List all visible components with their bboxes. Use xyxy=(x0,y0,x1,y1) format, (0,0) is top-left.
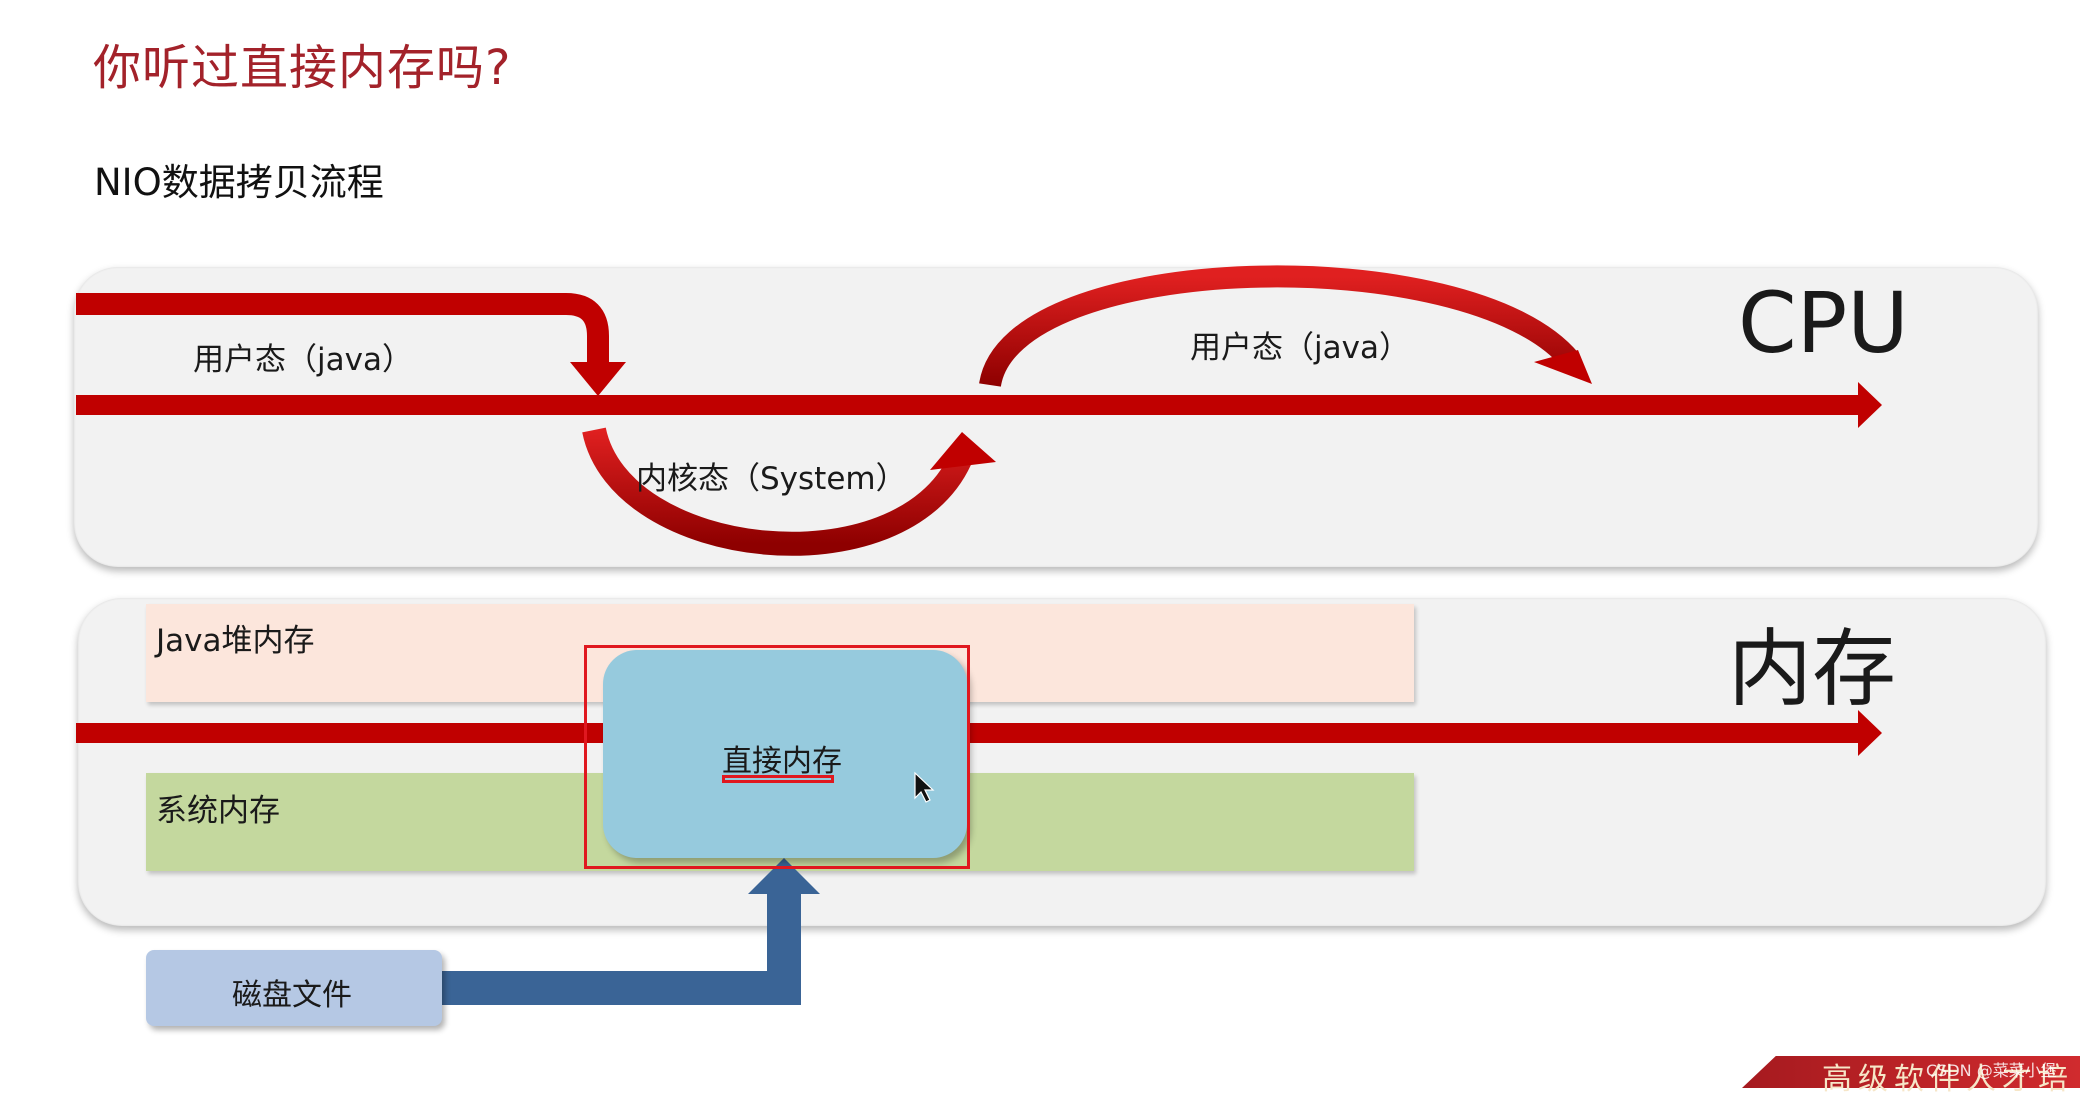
user-arc-arrowhead xyxy=(1534,350,1592,384)
footer-banner xyxy=(1742,1056,2080,1088)
direct-memory-label: 直接内存 xyxy=(722,744,842,779)
user-mode-right-label: 用户态（java） xyxy=(1190,330,1410,366)
disk-to-direct-arrowhead xyxy=(748,858,820,894)
slide-subtitle: NIO数据拷贝流程 xyxy=(94,161,384,204)
user-mode-left-label: 用户态（java） xyxy=(193,342,413,378)
cpu-main-arrow xyxy=(76,395,1866,415)
slide-title: 你听过直接内存吗? xyxy=(93,40,512,96)
cpu-label: CPU xyxy=(1738,274,1909,372)
csdn-watermark: CSDN @菜菜小堡 xyxy=(1926,1061,2057,1080)
kernel-arc-arrow xyxy=(582,427,971,556)
disk-file-box xyxy=(146,950,442,1026)
user-arc-arrow xyxy=(979,265,1579,388)
disk-to-direct-arrow xyxy=(442,890,801,1005)
user-to-kernel-bend-arrow xyxy=(76,293,609,366)
memory-label: 内存 xyxy=(1728,620,1897,718)
kernel-mode-label: 内核态（System） xyxy=(636,461,907,497)
direct-memory-highlight-frame xyxy=(584,645,970,869)
java-heap-label: Java堆内存 xyxy=(156,623,315,659)
kernel-arc-arrowhead xyxy=(930,432,996,470)
cpu-main-arrowhead xyxy=(1858,382,1882,428)
direct-memory-box xyxy=(603,650,967,858)
memory-main-arrow xyxy=(76,723,1866,743)
direct-memory-underline xyxy=(722,775,834,783)
disk-file-label: 磁盘文件 xyxy=(232,978,352,1013)
user-to-kernel-arrowhead xyxy=(570,362,626,396)
system-memory-label: 系统内存 xyxy=(156,793,280,829)
memory-main-arrowhead xyxy=(1858,710,1882,756)
